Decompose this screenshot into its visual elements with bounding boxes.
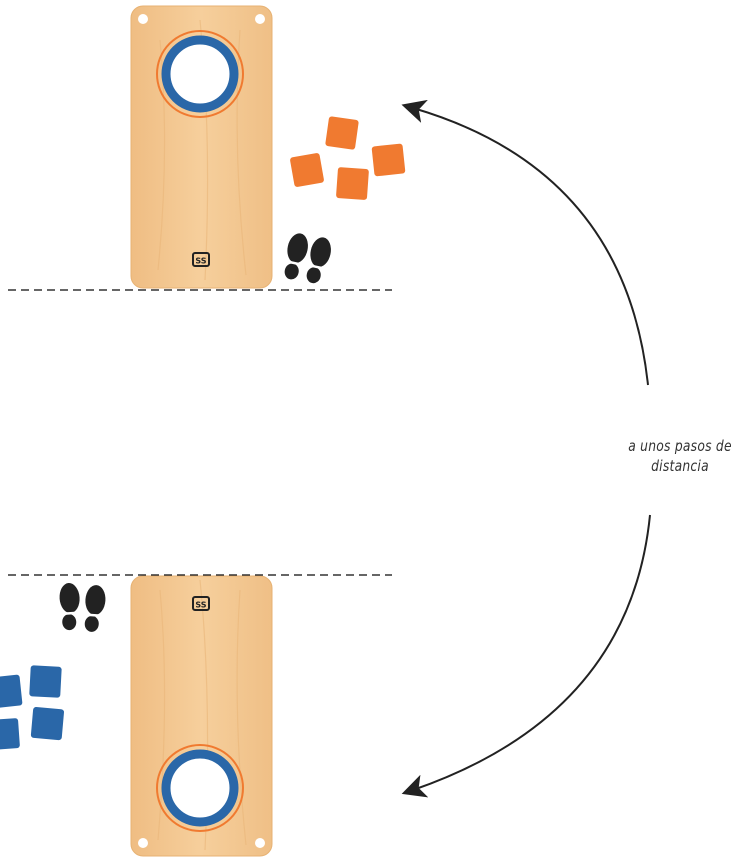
corner-hole [255,838,265,848]
orange-bag [325,116,359,150]
distance-caption: a unos pasos de distancia [614,436,745,476]
orange-bag [290,153,324,187]
footprints-icon [284,233,331,284]
board-hole [156,30,244,118]
svg-text:SS: SS [195,257,206,266]
blue-bags [0,665,64,750]
board-hole [156,744,244,832]
board-logo-icon: SS [192,596,210,611]
distance-arrow-top [401,99,649,386]
distance-arrow-bottom [401,514,651,798]
blue-bag [30,706,64,741]
svg-text:SS: SS [195,601,206,610]
top-board: SS [130,5,273,289]
caption-line-1: a unos pasos de [628,437,732,455]
footprints-icon [59,583,106,632]
blue-bag [0,718,20,750]
bottom-board: SS [130,575,273,857]
blue-bag [29,665,62,698]
corner-hole [138,838,148,848]
orange-bag [336,167,369,200]
orange-bags [290,116,406,200]
corner-hole [255,14,265,24]
board-logo-icon: SS [192,252,210,267]
orange-bag [371,143,406,177]
corner-hole [138,14,148,24]
blue-bag [0,674,23,709]
caption-line-2: distancia [651,457,709,475]
